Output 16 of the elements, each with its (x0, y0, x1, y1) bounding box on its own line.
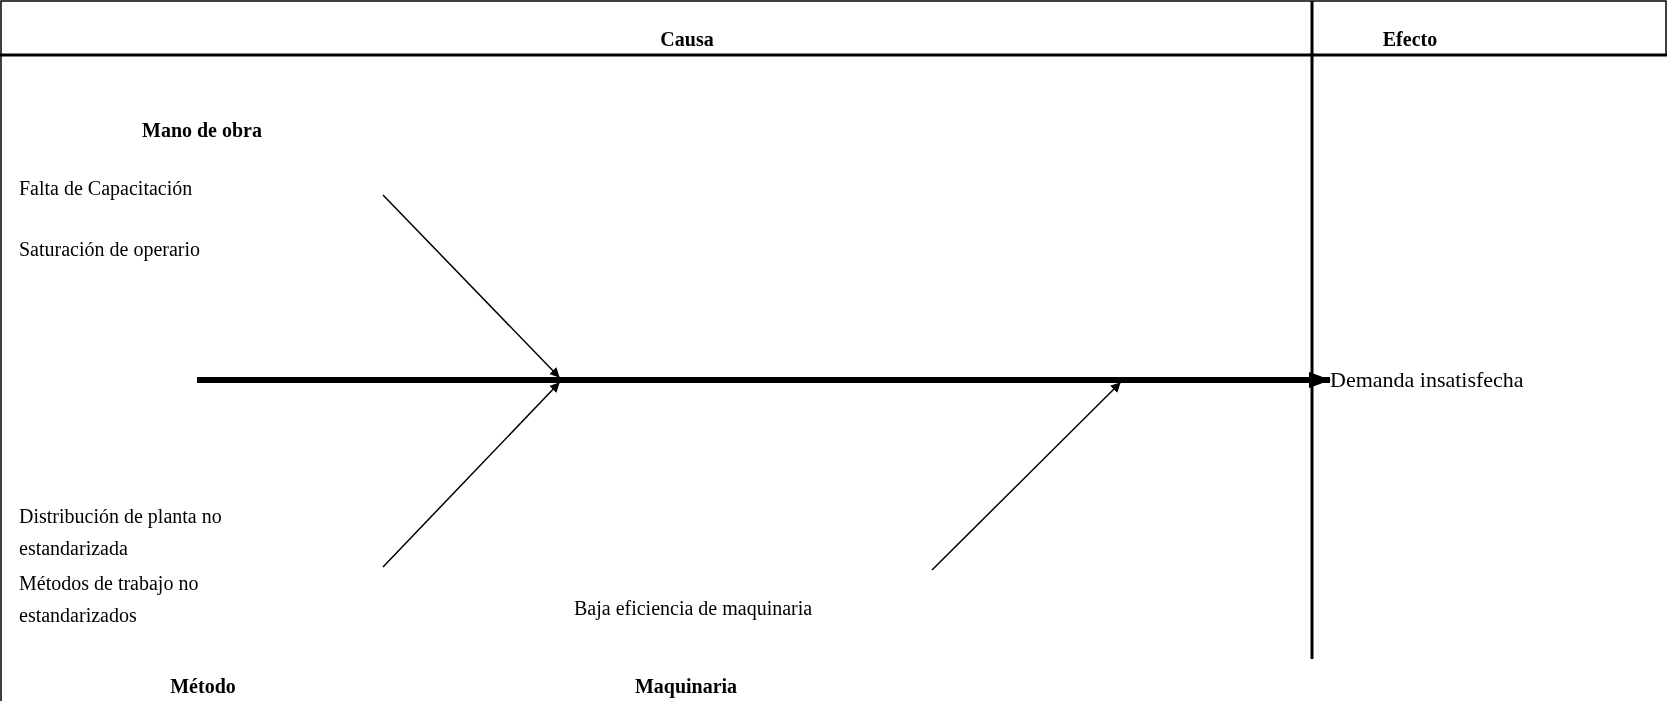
cause-label: Falta de Capacitación (19, 176, 194, 202)
arrow (1277, 372, 1331, 388)
arrow (931, 382, 1121, 571)
cause-label: Saturación de operario (19, 237, 202, 263)
category-label: Maquinaria (633, 674, 739, 700)
column-header: Efecto (1381, 27, 1439, 52)
arrow (382, 382, 560, 568)
cause-label: Métodos de trabajo no estandarizados (19, 571, 200, 628)
category-label: Mano de obra (141, 118, 263, 143)
effect-label: Demanda insatisfecha (1330, 362, 1524, 398)
cause-label: Distribución de planta no estandarizada (19, 504, 223, 561)
spine-bar (197, 377, 1277, 383)
arrow (382, 194, 560, 378)
cause-label: Baja eficiencia de maquinaria (574, 596, 814, 622)
category-label: Método (169, 674, 237, 699)
column-header: Causa (659, 27, 715, 52)
